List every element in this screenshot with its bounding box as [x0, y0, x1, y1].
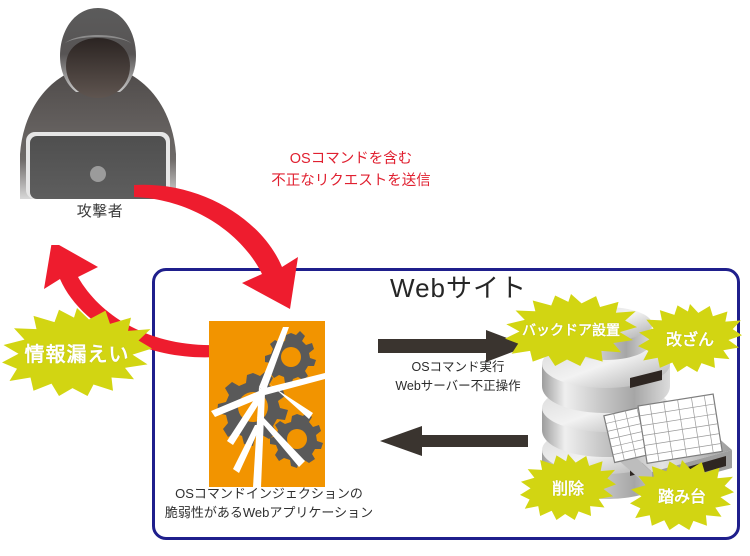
attack-request-label-line2: 不正なリクエストを送信: [271, 173, 431, 190]
broken-gears-orange-tile-icon: [209, 321, 325, 487]
impact-burst-delete: 削除: [520, 454, 616, 520]
starburst-shape-icon: [2, 308, 152, 396]
web-app-caption-line2: 脆弱性があるWebアプリケーション: [164, 504, 374, 520]
web-app-caption-line1: OSコマンドインジェクションの: [175, 486, 363, 501]
impact-burst-tamper: 改ざん: [638, 304, 742, 372]
impact-burst-leak: 情報漏えい: [2, 308, 152, 396]
hooded-attacker-with-laptop-icon: [20, 8, 176, 199]
attacker-label: 攻撃者: [76, 203, 124, 220]
website-title: Webサイト: [390, 273, 527, 303]
server-command-label: OSコマンド実行 Webサーバー不正操作: [368, 358, 548, 396]
server-command-label-line2: Webサーバー不正操作: [395, 378, 521, 393]
black-arrow-left-icon: [380, 426, 528, 456]
starburst-shape-icon: [505, 294, 637, 366]
server-command-label-line1: OSコマンド実行: [411, 360, 505, 374]
curved-red-arrow-down-right-icon: [134, 184, 298, 309]
starburst-shape-icon: [630, 460, 734, 530]
attack-request-label: OSコマンドを含む 不正なリクエストを送信: [256, 148, 446, 193]
web-app-caption: OSコマンドインジェクションの 脆弱性があるWebアプリケーション: [158, 485, 380, 523]
attack-request-label-line1: OSコマンドを含む: [289, 151, 413, 167]
starburst-shape-icon: [520, 454, 616, 520]
starburst-shape-icon: [638, 304, 742, 372]
black-arrow-right-icon: [378, 330, 528, 362]
impact-burst-backdoor: バックドア設置: [505, 294, 637, 366]
website-boundary-box: [152, 268, 740, 540]
impact-burst-stepping-stone: 踏み台: [630, 460, 734, 530]
